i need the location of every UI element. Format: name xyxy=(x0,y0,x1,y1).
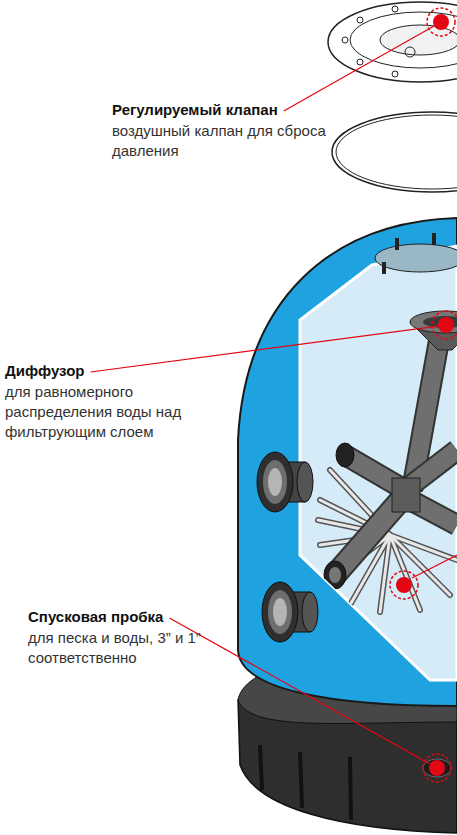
callout-title: Спусковая пробка xyxy=(28,607,163,627)
filter-tank xyxy=(238,218,457,706)
callout-text: для равномерного распределения воды над … xyxy=(5,382,195,442)
callout-text: воздушный калпан для сброса давления xyxy=(112,121,352,161)
callout-text: для песка и воды, 3” и 1” соответственно xyxy=(28,628,218,668)
leader-line xyxy=(284,26,434,111)
filter-interior xyxy=(318,311,457,612)
callout-title: Регулируемый клапан xyxy=(112,100,278,120)
leader-line xyxy=(91,326,439,372)
callout-title: Диффузор xyxy=(5,361,85,381)
leader-line xyxy=(169,618,430,764)
o-ring xyxy=(332,112,457,192)
filter-lid xyxy=(328,2,457,82)
inlet-outlet-ports xyxy=(257,452,318,642)
callout-markers xyxy=(390,8,457,782)
